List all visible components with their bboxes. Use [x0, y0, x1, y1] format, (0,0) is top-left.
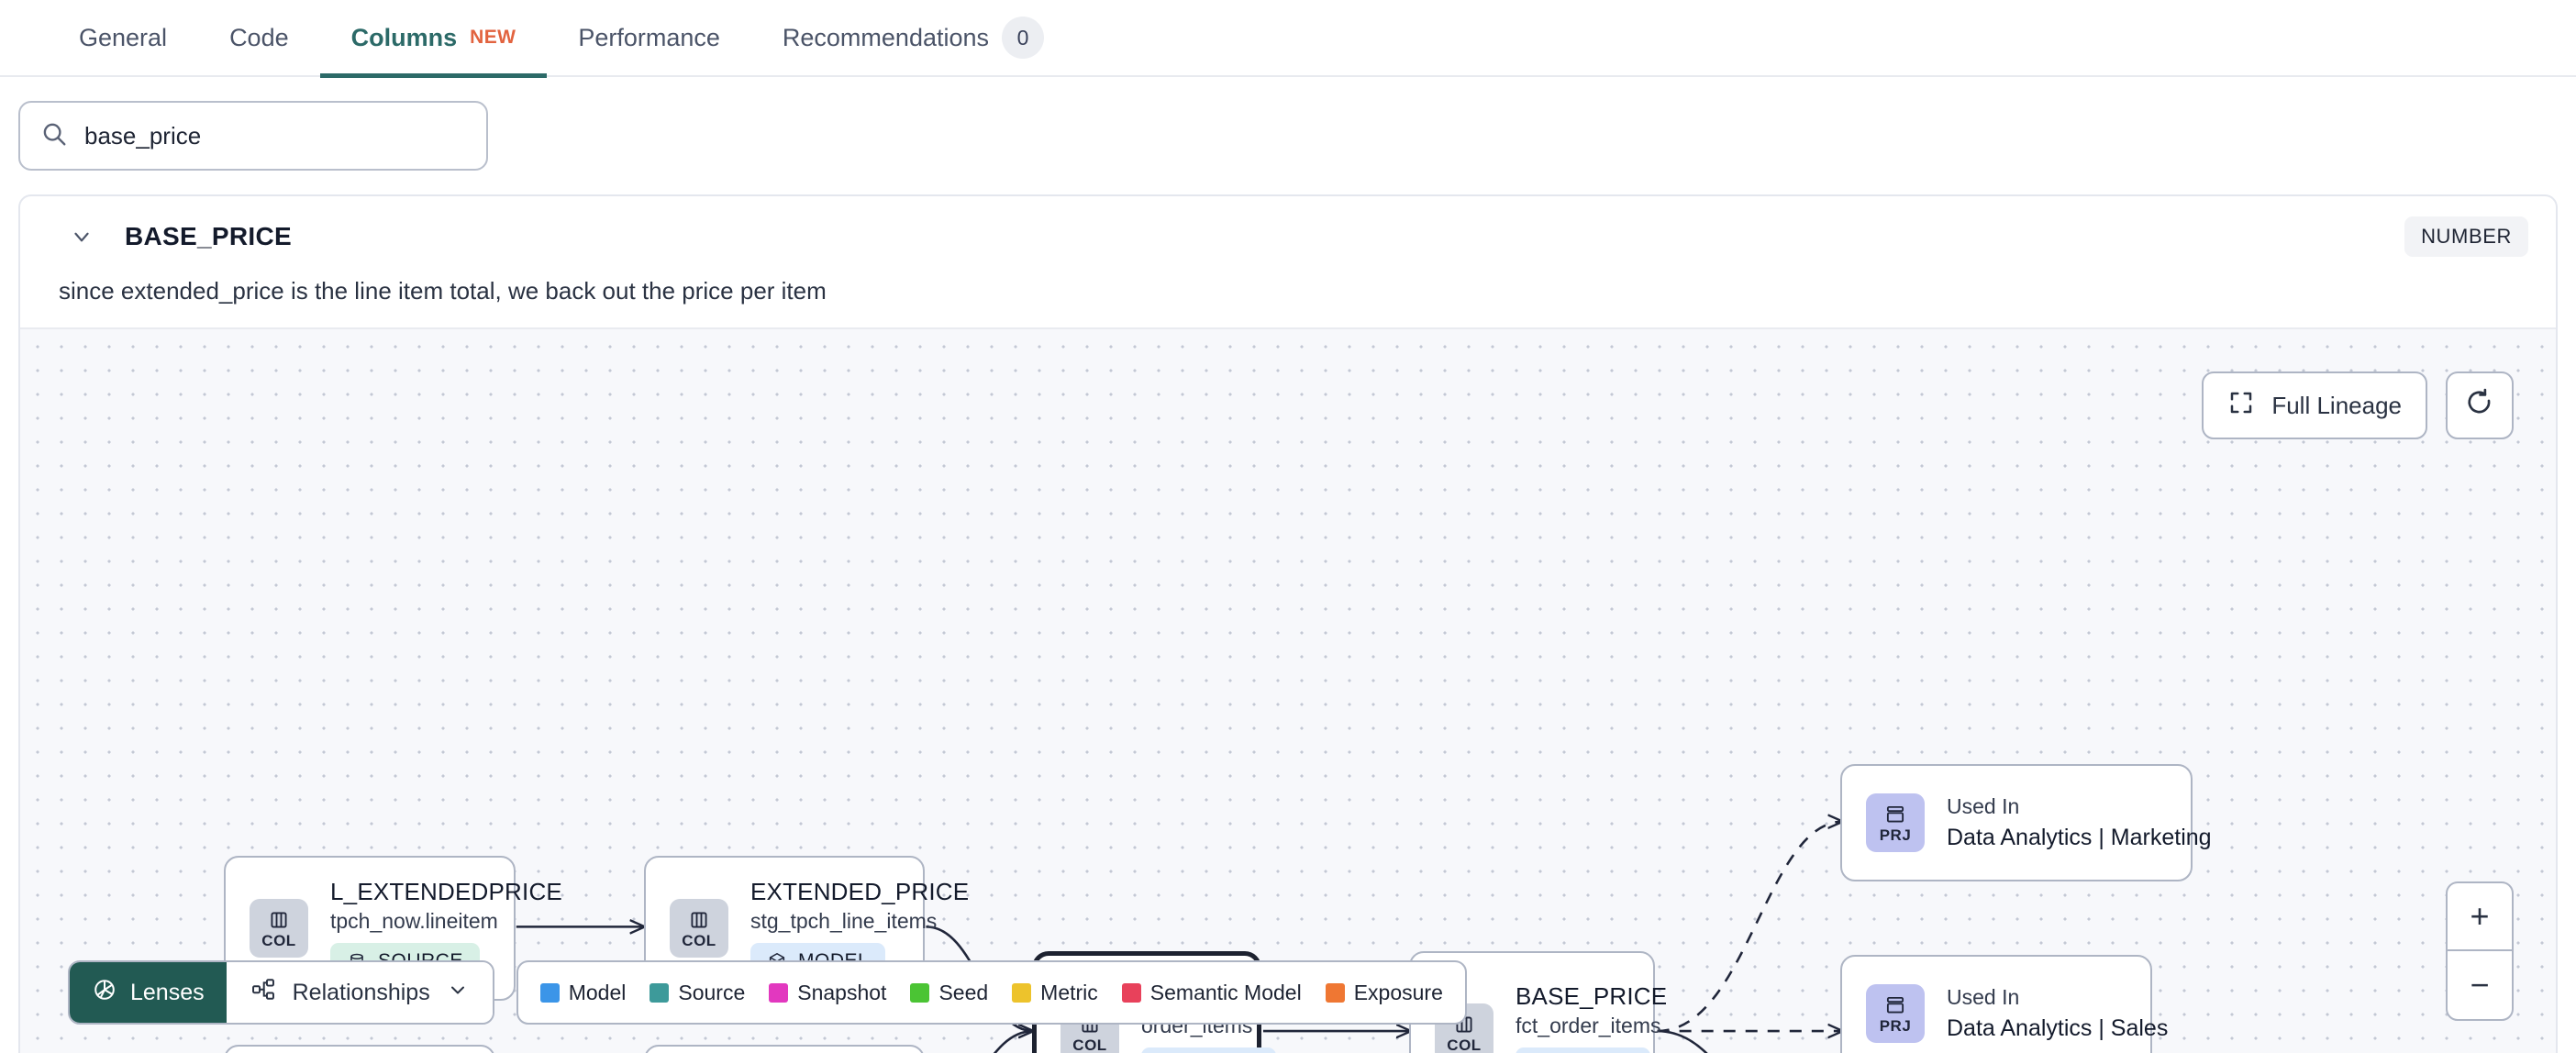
- node-subtitle: tpch_now.lineitem: [330, 908, 498, 933]
- lineage-node-project-marketing[interactable]: PRJ Used In Data Analytics | Marketing: [1840, 764, 2212, 881]
- node-subtitle: fct_order_items: [1516, 1013, 1661, 1037]
- tab-code[interactable]: Code: [198, 0, 320, 76]
- legend-swatch: [910, 982, 930, 1003]
- node-type-badge: MODEL: [1141, 1047, 1277, 1053]
- node-icon-label: PRJ: [1879, 826, 1912, 844]
- legend-label: Source: [678, 980, 746, 1004]
- legend-swatch: [539, 982, 560, 1003]
- tab-columns[interactable]: Columns NEW: [319, 0, 548, 78]
- node-icon-label: COL: [1072, 1036, 1107, 1053]
- legend-item-source: Source: [650, 981, 745, 1005]
- relationships-label: Relationships: [292, 979, 430, 1005]
- column-icon: COL: [250, 899, 308, 958]
- project-icon: PRJ: [1866, 984, 1925, 1043]
- lineage-node-project-sales[interactable]: PRJ Used In Data Analytics | Sales: [1840, 955, 2168, 1053]
- expand-icon: [2227, 389, 2255, 423]
- refresh-icon: [2465, 388, 2494, 424]
- lenses-label: Lenses: [130, 979, 205, 1005]
- legend-swatch: [1121, 982, 1141, 1003]
- chevron-down-icon: [447, 979, 469, 1007]
- lineage-edges: [516, 329, 2556, 1053]
- legend-item-semantic-model: Semantic Model: [1121, 980, 1302, 1005]
- tab-label: General: [79, 23, 168, 51]
- lineage-node-quantity[interactable]: COL QUANTITY stg_tpch_line_items MODEL: [644, 1045, 925, 1053]
- tab-performance[interactable]: Performance: [547, 0, 751, 76]
- page-title: BASE_PRICE: [125, 222, 292, 250]
- canvas-top-controls: Full Lineage: [2202, 371, 2514, 439]
- node-subtitle: stg_tpch_line_items: [750, 908, 938, 933]
- legend-swatch: [650, 982, 670, 1003]
- legend-label: Snapshot: [797, 980, 887, 1004]
- tab-label: Recommendations: [782, 23, 990, 51]
- legend-item-snapshot: Snapshot: [769, 981, 886, 1005]
- legend-item-metric: Metric: [1012, 981, 1098, 1005]
- zoom-out-button[interactable]: −: [2470, 966, 2490, 1003]
- legend-label: Semantic Model: [1149, 980, 1302, 1004]
- lens-icon: [92, 977, 117, 1009]
- project-kicker: Used In: [1947, 985, 2020, 1009]
- relationships-dropdown[interactable]: Relationships: [226, 962, 493, 1023]
- lenses-group: Lenses Relationships: [68, 960, 494, 1025]
- legend: Model Source Snapshot Seed Metric: [516, 960, 1467, 1025]
- tab-label: Columns: [350, 23, 458, 51]
- tab-recommendations[interactable]: Recommendations 0: [751, 0, 1075, 76]
- project-name: Data Analytics | Sales: [1947, 1015, 2169, 1041]
- search-row: [0, 77, 2576, 189]
- lineage-node-l-quantity[interactable]: COL L_QUANTITY tpch_now.lineitem SOURCE: [224, 1045, 495, 1053]
- search-box[interactable]: [18, 101, 488, 171]
- tab-bar: General Code Columns NEW Performance Rec…: [0, 0, 2576, 78]
- refresh-button[interactable]: [2446, 371, 2514, 439]
- node-icon-label: COL: [261, 932, 296, 949]
- legend-label: Seed: [938, 980, 989, 1004]
- project-icon: PRJ: [1866, 793, 1925, 852]
- project-name: Data Analytics | Marketing: [1947, 825, 2212, 850]
- node-type-badge: MODEL: [1516, 1047, 1651, 1053]
- project-kicker: Used In: [1947, 794, 2020, 818]
- node-name: L_EXTENDEDPRICE: [330, 877, 562, 905]
- legend-swatch: [1325, 982, 1345, 1003]
- legend-item-seed: Seed: [910, 981, 988, 1005]
- column-detail-card: BASE_PRICE NUMBER since extended_price i…: [18, 194, 2558, 1053]
- node-icon-label: COL: [1447, 1036, 1482, 1053]
- node-icon-label: COL: [682, 932, 716, 949]
- column-type-badge: NUMBER: [2404, 216, 2528, 257]
- legend-label: Exposure: [1353, 980, 1443, 1004]
- column-description: since extended_price is the line item to…: [59, 277, 827, 305]
- legend-label: Metric: [1040, 980, 1098, 1004]
- canvas-bottom-bar: Lenses Relationships: [68, 960, 1467, 1025]
- zoom-controls: + −: [2446, 881, 2514, 1021]
- column-icon: COL: [670, 899, 728, 958]
- relationships-icon: [250, 977, 276, 1009]
- tab-label: Code: [229, 23, 289, 51]
- legend-swatch: [1012, 982, 1032, 1003]
- recommendations-count-badge: 0: [1002, 17, 1045, 59]
- full-lineage-label: Full Lineage: [2271, 391, 2402, 419]
- legend-item-exposure: Exposure: [1325, 980, 1443, 1005]
- chevron-down-icon[interactable]: [70, 225, 94, 249]
- column-header: BASE_PRICE NUMBER: [20, 196, 2556, 257]
- legend-item-model: Model: [539, 980, 627, 1005]
- lineage-canvas[interactable]: COL L_EXTENDEDPRICE tpch_now.lineitem SO…: [20, 327, 2556, 1053]
- search-input[interactable]: [84, 121, 466, 150]
- zoom-in-button[interactable]: +: [2448, 883, 2512, 951]
- node-name: BASE_PRICE: [1516, 981, 1668, 1010]
- legend-label: Model: [568, 980, 627, 1004]
- node-icon-label: PRJ: [1879, 1017, 1912, 1035]
- tab-new-badge: NEW: [470, 27, 516, 48]
- full-lineage-button[interactable]: Full Lineage: [2202, 371, 2427, 439]
- tab-general[interactable]: General: [48, 0, 198, 76]
- tab-label: Performance: [578, 23, 720, 51]
- legend-swatch: [769, 982, 789, 1003]
- search-icon: [40, 120, 68, 152]
- node-name: EXTENDED_PRICE: [750, 877, 970, 905]
- lenses-button[interactable]: Lenses: [70, 962, 227, 1023]
